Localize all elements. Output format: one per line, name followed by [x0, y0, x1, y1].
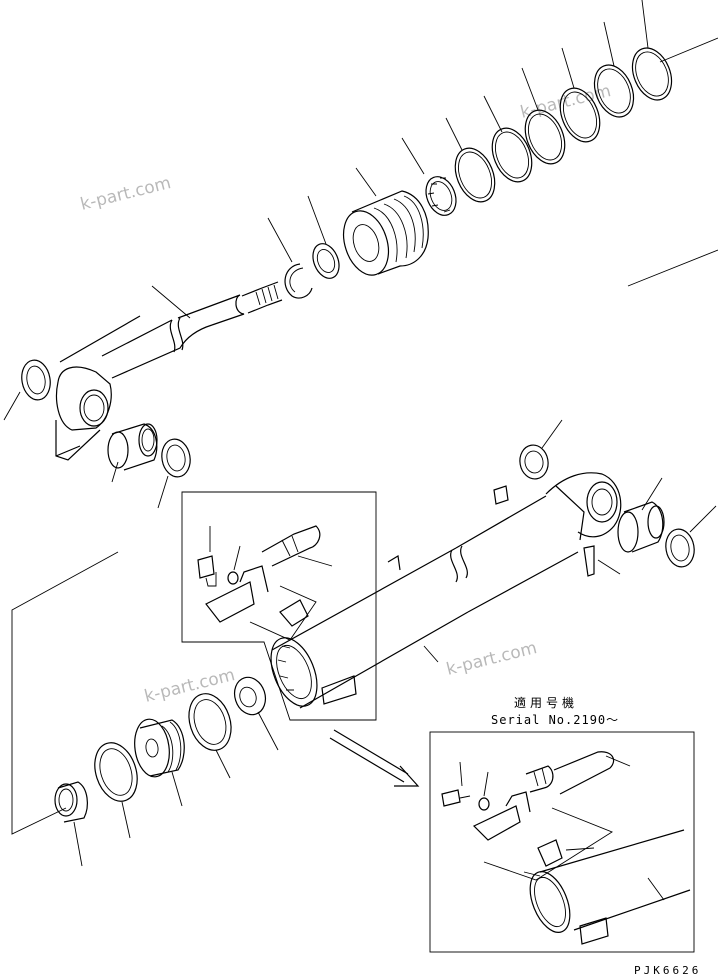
washer [478, 771, 490, 811]
dust-seal [161, 438, 191, 478]
washer [227, 545, 241, 585]
bottom-bushing [617, 477, 665, 553]
cylinder-tube [270, 495, 579, 709]
lower-wear-ring [94, 742, 138, 839]
leader-lines-upper [3, 0, 649, 509]
applicable-model-label: 適用号機 [514, 696, 579, 710]
grease-fitting [493, 485, 621, 577]
clamp [483, 807, 613, 881]
watermark-text: k-part.com [142, 665, 237, 707]
inset-box-standard [181, 491, 377, 721]
seal-ring [631, 47, 673, 101]
piston [342, 190, 429, 276]
bracket [205, 565, 269, 623]
lower-parts [54, 676, 279, 867]
clamp [249, 585, 317, 641]
cylinder-head-eye [545, 472, 622, 541]
snap-ring [284, 263, 313, 299]
drawing-code: PJK6626 [634, 964, 702, 977]
seal-ring-inner [635, 51, 669, 97]
seal-ring-inner [494, 131, 530, 179]
hose [525, 751, 631, 795]
inset-box-serial [429, 731, 695, 953]
serial-number-label: Serial No.2190～ [491, 713, 620, 727]
seal-ring-inner [527, 113, 563, 161]
wear-ring [425, 176, 457, 216]
bracket [472, 791, 531, 841]
bolt [441, 761, 471, 807]
piston-rod [59, 281, 283, 379]
seal-ring [593, 64, 635, 118]
cushion-plunger [134, 718, 185, 807]
bolt [197, 526, 217, 587]
assembly-bracket-line [627, 37, 718, 287]
cushion-collar [312, 243, 340, 279]
seal-ring [524, 109, 566, 165]
seal-ring [491, 127, 533, 183]
bottom-dust-seal [665, 505, 717, 568]
lower-bracket-line [11, 551, 119, 835]
watermark-text: k-part.com [444, 638, 539, 680]
hose [261, 525, 333, 567]
seal-ring-inner [457, 151, 493, 199]
seal-rings [454, 47, 673, 203]
watermark-text: k-part.com [78, 173, 173, 215]
seal-ring [454, 147, 496, 203]
watermarks: k-part.com k-part.com k-part.com k-part.… [78, 81, 613, 707]
tube-leader-line [423, 645, 439, 663]
seal-ring [559, 87, 601, 143]
seal-ring-inner [562, 91, 598, 139]
upper-dust-seal [519, 419, 563, 480]
rod-eye [55, 366, 112, 461]
direction-arrow-icon [329, 729, 420, 787]
lower-bushing [54, 781, 88, 867]
lower-seal-ring [188, 693, 232, 779]
seal-ring-inner [597, 68, 631, 114]
tube-end [523, 829, 691, 945]
inset-frame [429, 731, 695, 953]
nut [233, 676, 279, 751]
bushing [107, 423, 158, 471]
dust-seal-left [21, 359, 51, 401]
